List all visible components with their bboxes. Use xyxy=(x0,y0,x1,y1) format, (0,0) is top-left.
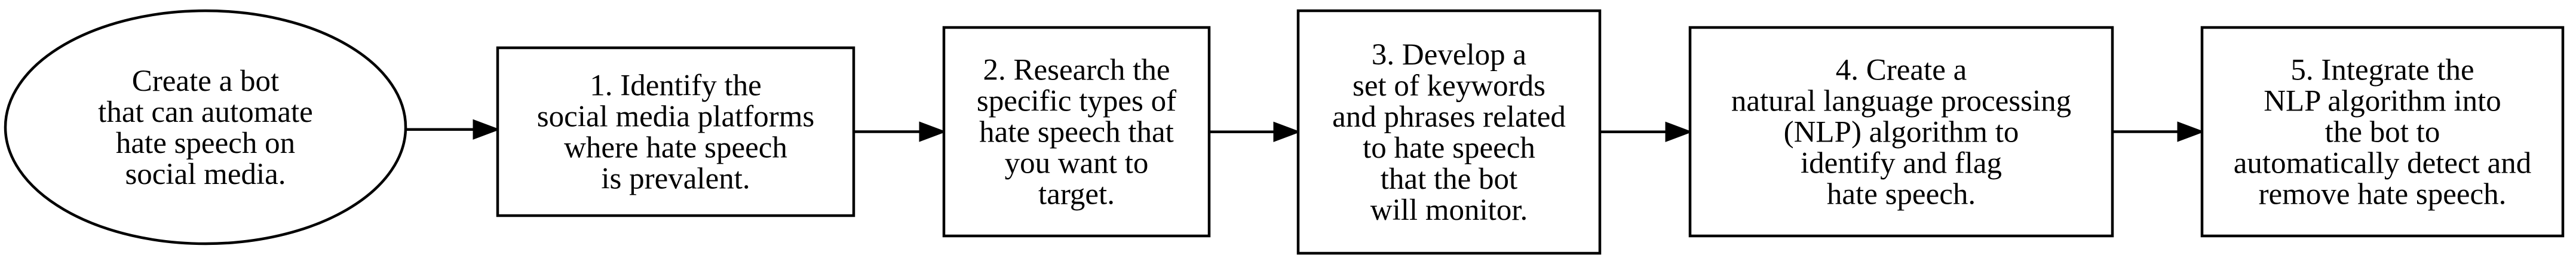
node-label-line: that can automate xyxy=(98,96,313,129)
arrowhead-icon xyxy=(919,121,947,142)
arrowhead-icon xyxy=(1665,121,1693,142)
arrowhead-icon xyxy=(2177,121,2205,142)
node-label-line: natural language processing xyxy=(1731,85,2071,118)
flowchart-edge-start-to-step1 xyxy=(406,119,501,140)
node-shape-start xyxy=(4,9,407,245)
node-label-line: automatically detect and xyxy=(2234,147,2531,180)
node-label-line: identify and flag xyxy=(1801,147,2002,180)
node-label-line: 5. Integrate the xyxy=(2290,54,2474,87)
flowchart-edge-step4-to-step5 xyxy=(2112,121,2205,142)
node-label-line: hate speech that xyxy=(979,116,1174,149)
node-label-line: to hate speech xyxy=(1363,131,1535,165)
node-label-line: target. xyxy=(1038,178,1115,211)
node-label-line: where hate speech xyxy=(564,131,787,165)
flowchart-edge-step2-to-step3 xyxy=(1209,121,1301,142)
node-shape-step5 xyxy=(2200,26,2565,238)
node-shape-step4 xyxy=(1688,26,2114,238)
node-label-line: specific types of xyxy=(977,85,1176,118)
node-label-line: is prevalent. xyxy=(601,162,750,196)
node-label-line: will monitor. xyxy=(1370,194,1528,227)
node-label-line: 4. Create a xyxy=(1836,54,1967,87)
node-label-line: the bot to xyxy=(2325,116,2440,149)
node-label-line: hate speech. xyxy=(1827,178,1976,211)
node-label-line: (NLP) algorithm to xyxy=(1784,116,2019,149)
node-label-line: Create a bot xyxy=(132,65,279,98)
node-shape-step1 xyxy=(496,46,855,217)
flowchart-edge-step3-to-step4 xyxy=(1600,121,1693,142)
node-label-line: 2. Research the xyxy=(983,54,1170,87)
node-label-line: 1. Identify the xyxy=(590,69,762,103)
flowchart-edge-step1-to-step2 xyxy=(854,121,947,142)
node-label-line: and phrases related xyxy=(1332,100,1566,134)
node-label-line: you want to xyxy=(1005,147,1149,180)
node-shape-step2 xyxy=(942,26,1211,238)
node-label-line: social media. xyxy=(125,158,286,191)
node-label-line: remove hate speech. xyxy=(2259,178,2507,211)
node-label-line: social media platforms xyxy=(537,100,815,134)
arrowhead-icon xyxy=(473,119,501,140)
node-label-line: set of keywords xyxy=(1353,69,1545,103)
node-label-line: hate speech on xyxy=(116,127,295,160)
node-label-line: NLP algorithm into xyxy=(2264,85,2501,118)
node-shape-step3 xyxy=(1296,9,1602,255)
arrowhead-icon xyxy=(1273,121,1301,142)
node-label-line: that the bot xyxy=(1381,162,1517,196)
node-label-line: 3. Develop a xyxy=(1372,38,1526,72)
edges-layer xyxy=(406,119,2205,142)
